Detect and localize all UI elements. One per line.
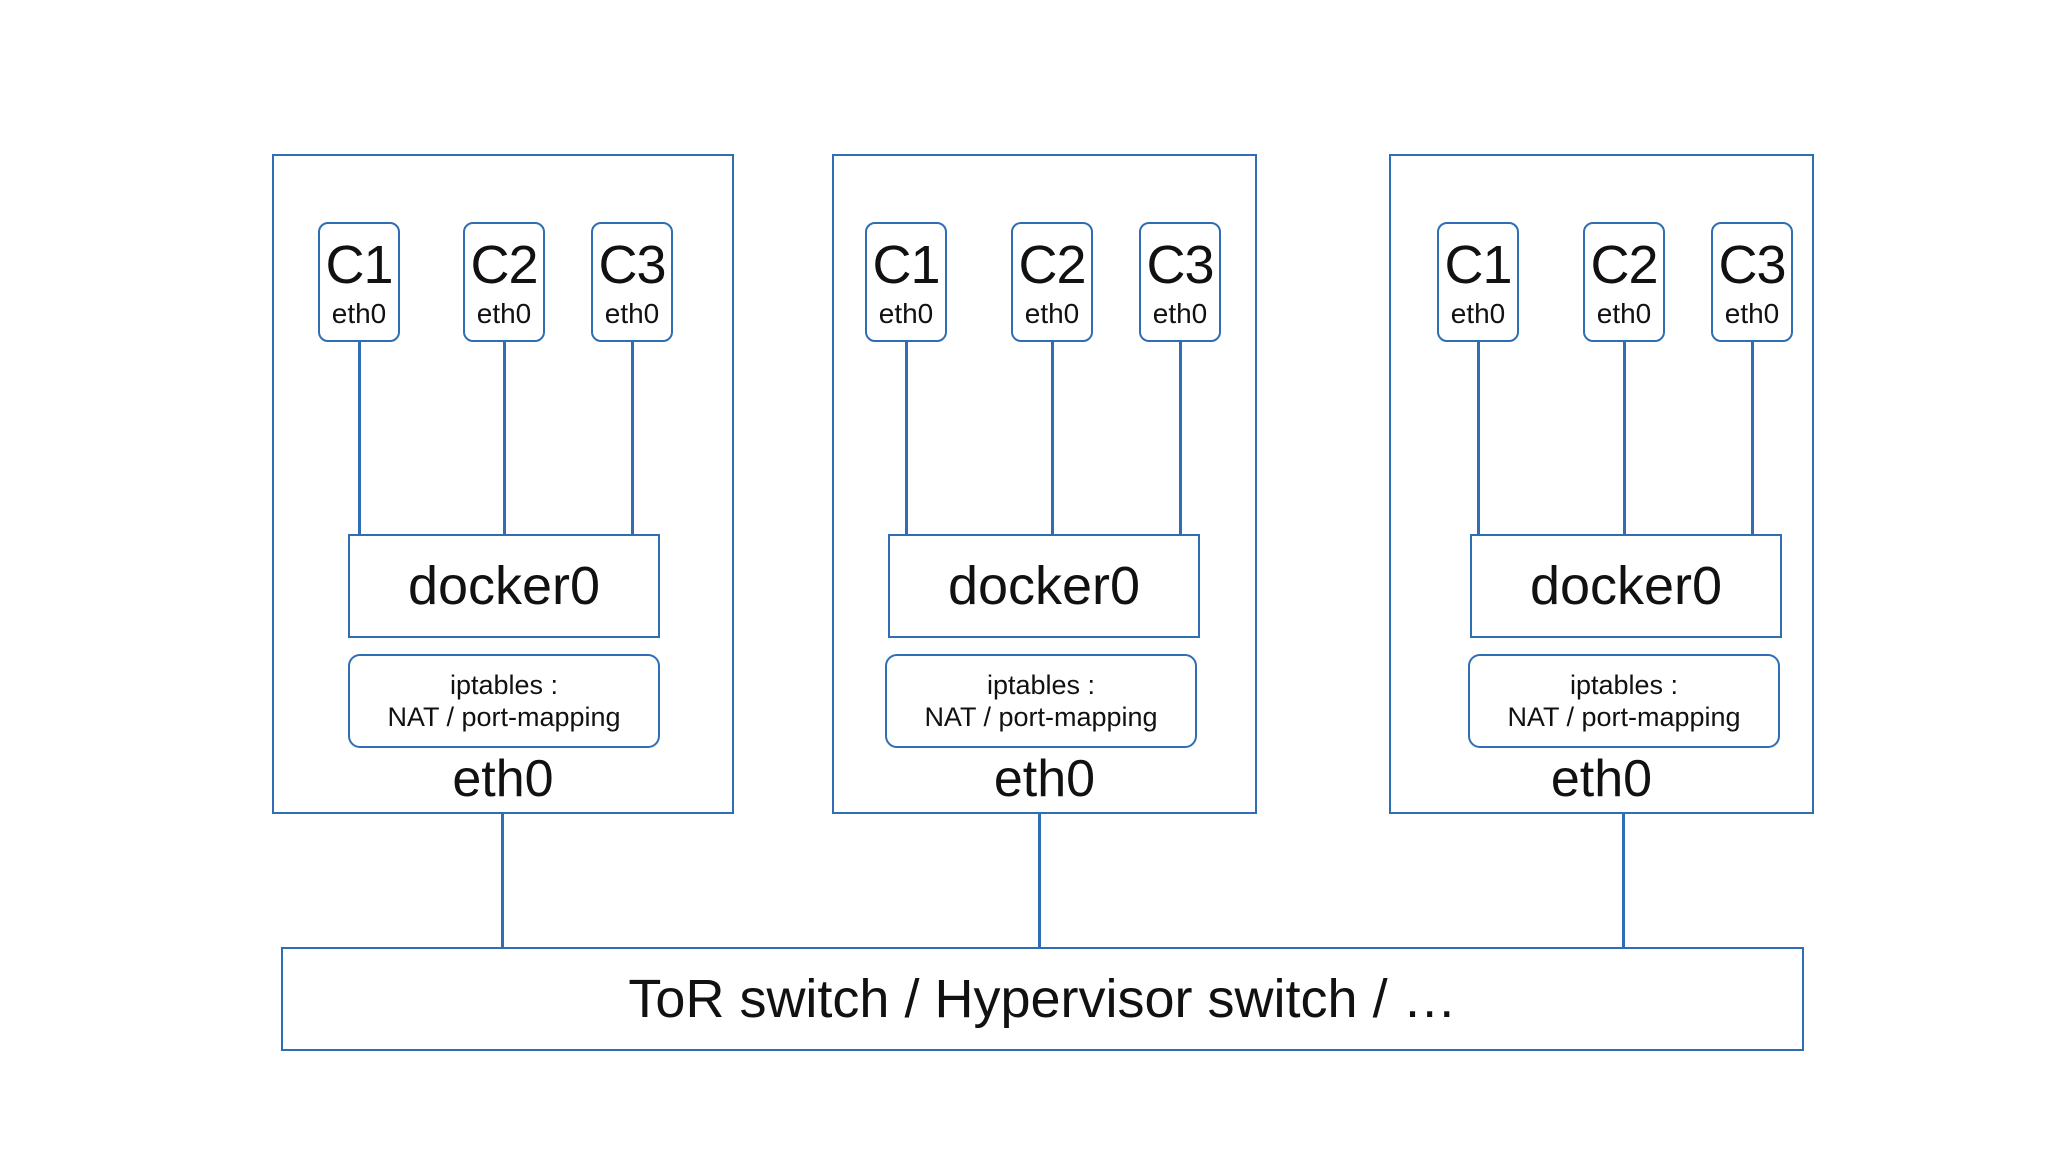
host-2-uplink	[1038, 812, 1041, 949]
container-interface: eth0	[1450, 298, 1506, 329]
docker0-bridge: docker0	[348, 534, 660, 638]
iptables-title: iptables :	[449, 669, 559, 700]
container-interface: eth0	[878, 298, 934, 329]
container-interface: eth0	[604, 298, 660, 329]
container-interface: eth0	[476, 298, 532, 329]
container-c2: C2 eth0	[1583, 222, 1665, 342]
c2-link	[503, 340, 506, 536]
container-c1: C1 eth0	[865, 222, 947, 342]
host-interface: eth0	[993, 750, 1096, 808]
container-name: C2	[470, 235, 538, 295]
container-c3: C3 eth0	[1711, 222, 1793, 342]
container-interface: eth0	[1152, 298, 1208, 329]
container-name: C2	[1018, 235, 1086, 295]
container-interface: eth0	[1024, 298, 1080, 329]
host-1: C1 eth0 C2 eth0 C3 eth0 docker0 iptables…	[272, 154, 734, 814]
container-c2: C2 eth0	[1011, 222, 1093, 342]
container-c2: C2 eth0	[463, 222, 545, 342]
host-interface: eth0	[452, 750, 554, 808]
iptables-desc: NAT / port-mapping	[387, 702, 621, 732]
c2-link	[1623, 340, 1626, 536]
container-name: C2	[1590, 235, 1658, 295]
container-c3: C3 eth0	[591, 222, 673, 342]
container-interface: eth0	[331, 298, 387, 329]
container-name: C3	[1718, 235, 1786, 295]
c2-link	[1051, 340, 1054, 536]
docker0-bridge: docker0	[1470, 534, 1782, 638]
c1-link	[1477, 301, 1480, 536]
host-1-uplink	[501, 812, 504, 949]
container-c3: C3 eth0	[1139, 222, 1221, 342]
c1-link	[358, 301, 361, 536]
c3-link	[631, 340, 634, 536]
c3-link	[1751, 340, 1754, 536]
container-c1: C1 eth0	[1437, 222, 1519, 342]
container-interface: eth0	[1724, 298, 1780, 329]
iptables-title: iptables :	[986, 669, 1096, 700]
container-name: C3	[1146, 235, 1214, 295]
host-3: C1 eth0 C2 eth0 C3 eth0 docker0 iptables…	[1389, 154, 1814, 814]
docker0-bridge: docker0	[888, 534, 1200, 638]
host-2: C1 eth0 C2 eth0 C3 eth0 docker0 iptables…	[832, 154, 1257, 814]
iptables-box: iptables : NAT / port-mapping	[885, 654, 1197, 748]
c1-link	[905, 301, 908, 536]
container-name: C3	[598, 235, 666, 295]
host-interface: eth0	[1550, 750, 1653, 808]
iptables-box: iptables : NAT / port-mapping	[348, 654, 660, 748]
iptables-desc: NAT / port-mapping	[924, 702, 1158, 732]
host-3-uplink	[1622, 812, 1625, 949]
container-name: C1	[325, 235, 393, 295]
tor-switch: ToR switch / Hypervisor switch / …	[281, 947, 1804, 1051]
container-c1: C1 eth0	[318, 222, 400, 342]
iptables-box: iptables : NAT / port-mapping	[1468, 654, 1780, 748]
container-interface: eth0	[1596, 298, 1652, 329]
c3-link	[1179, 340, 1182, 536]
iptables-title: iptables :	[1569, 669, 1679, 700]
container-name: C1	[872, 235, 940, 295]
container-name: C1	[1444, 235, 1512, 295]
iptables-desc: NAT / port-mapping	[1507, 702, 1741, 732]
